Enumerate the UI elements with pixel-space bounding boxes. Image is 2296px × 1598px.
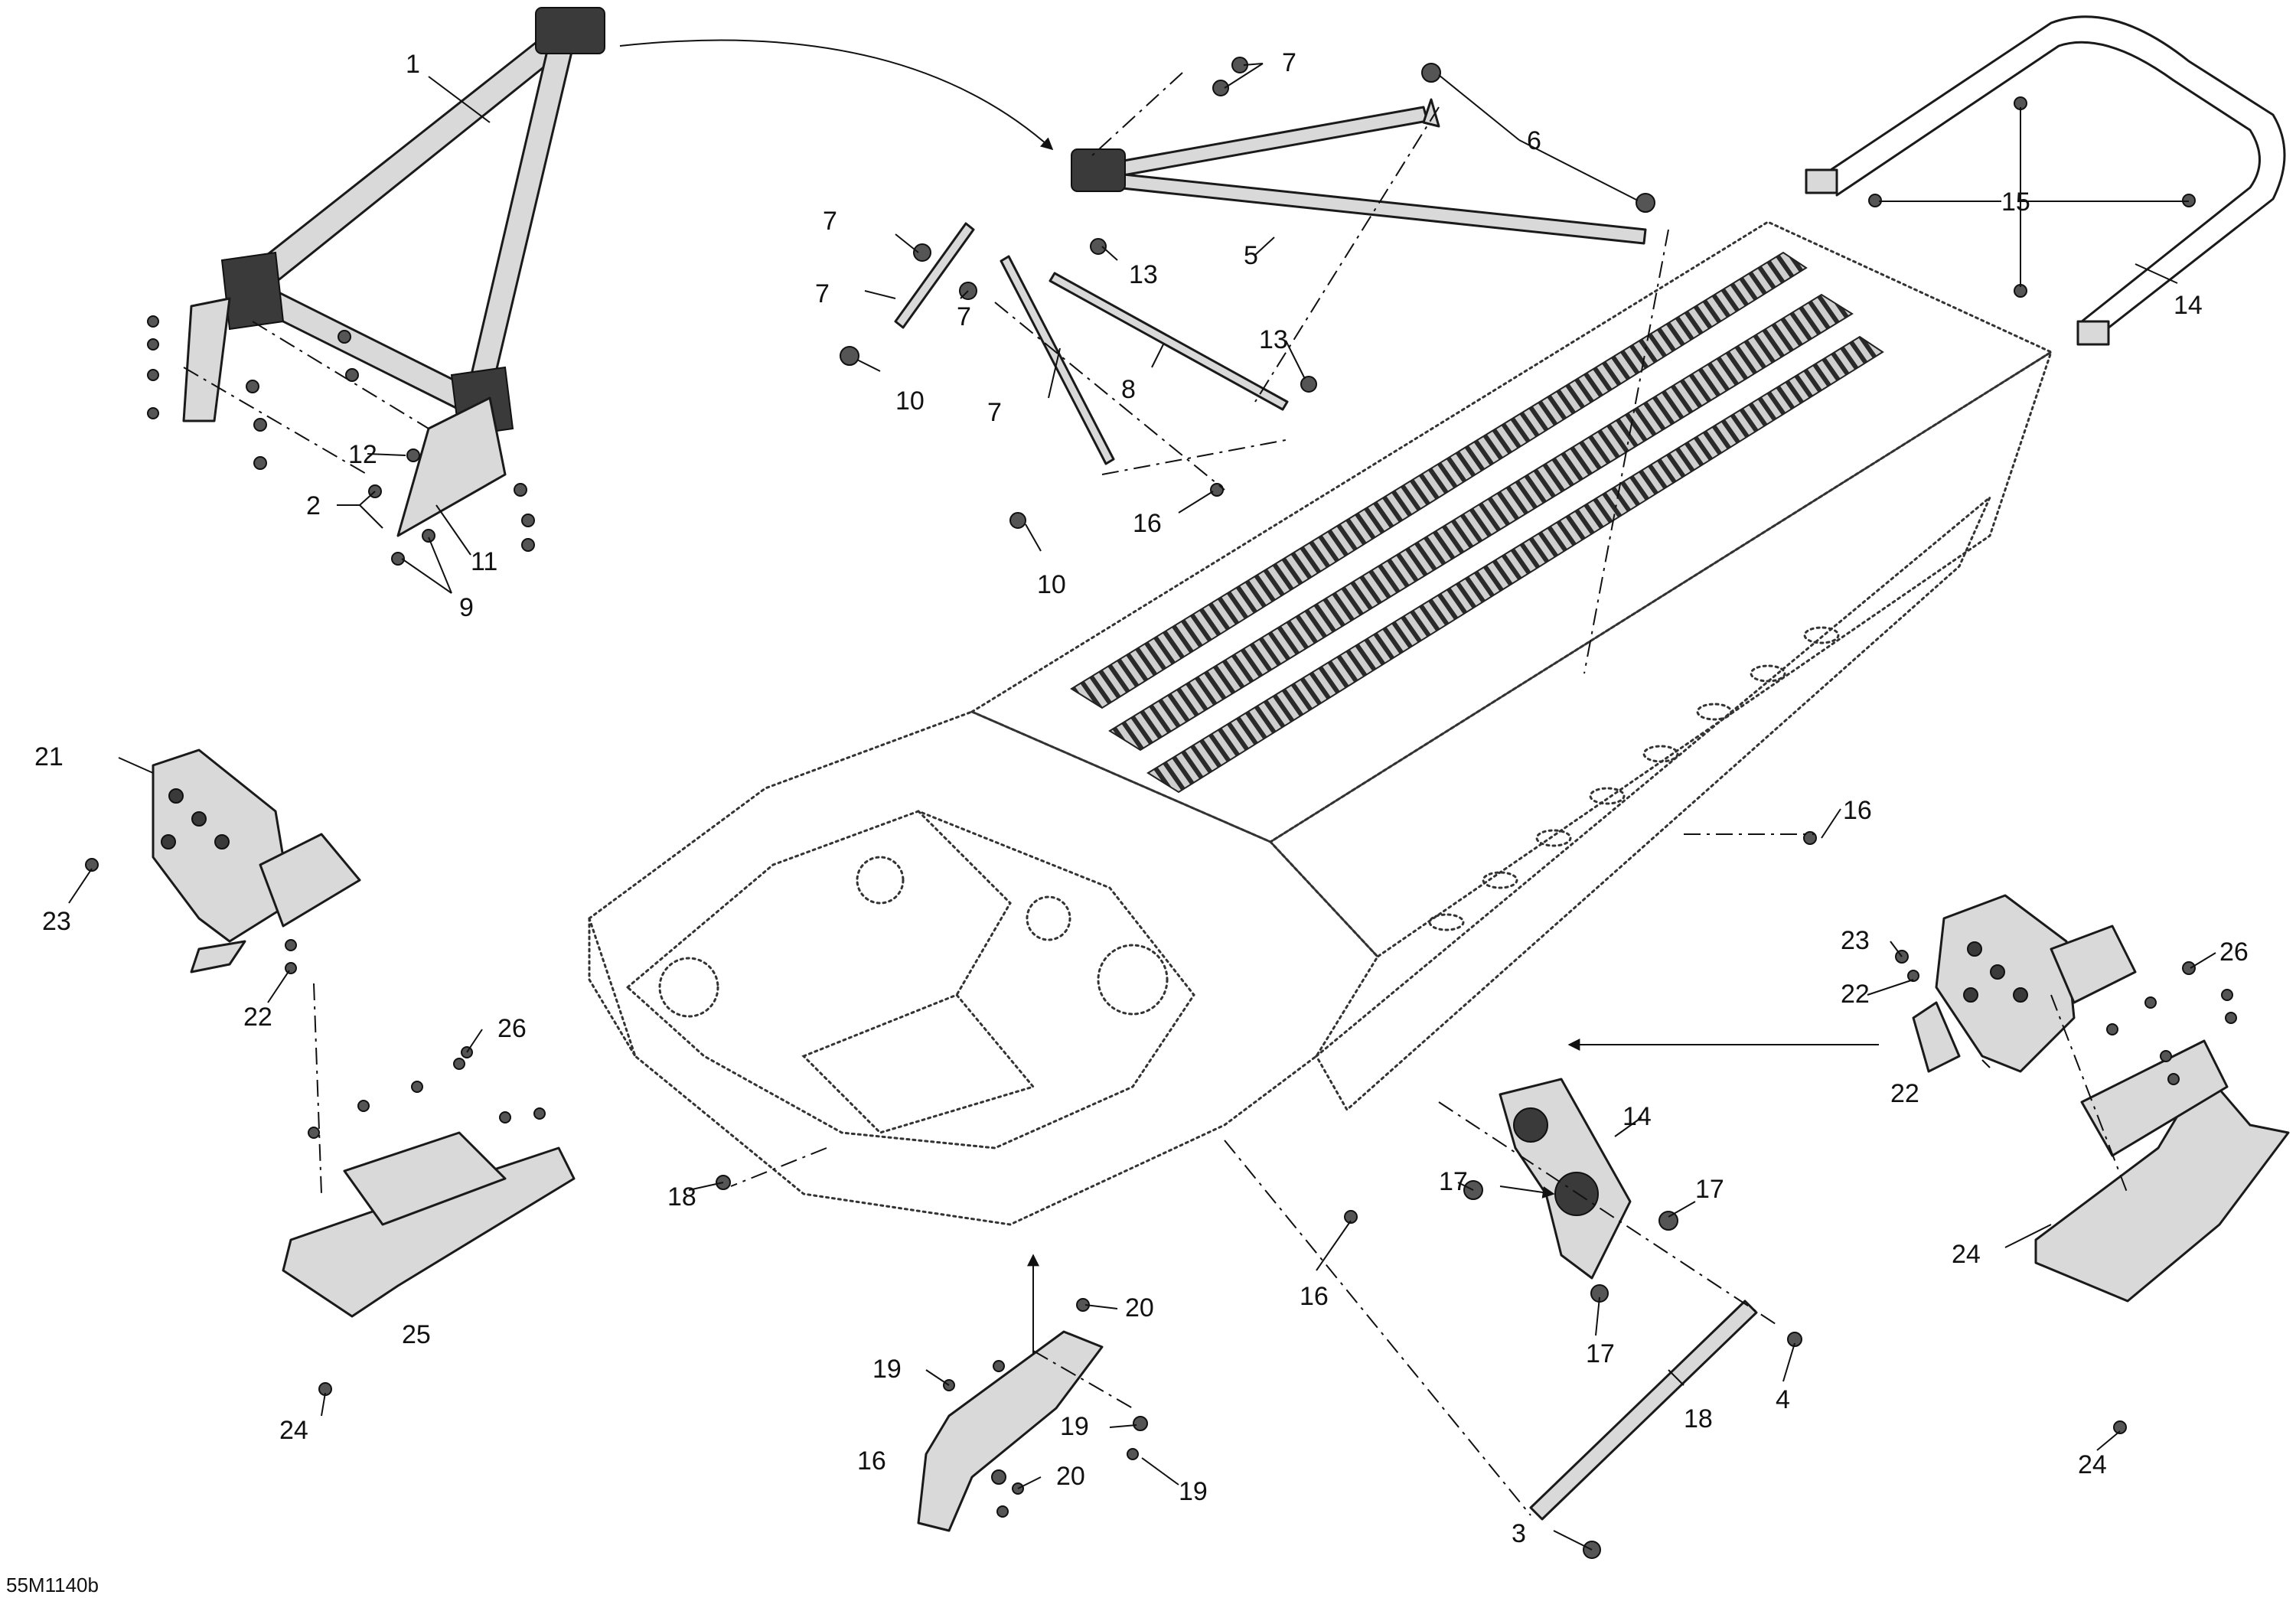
callout-19b: 13 [1259,325,1288,354]
callout-33: 24 [1952,1240,1981,1269]
support-rods [894,222,1289,465]
right-runningboard-bracket [2034,1039,2290,1303]
callout-22c: 16 [1300,1282,1329,1311]
callout-11: 4 [1776,1385,1790,1414]
callout-35b: 26 [2219,938,2249,967]
left-runningboard-bracket [282,1131,576,1318]
lower-crossbar [1529,1300,1758,1521]
callout-12: 5 [1244,241,1258,270]
callout-31b: 23 [1841,926,1870,955]
callout-25: 19 [1060,1412,1089,1441]
callout-32a: 24 [279,1416,308,1445]
callout-3: 9 [459,593,474,622]
callout-32b: 24 [2078,1450,2107,1479]
callouts: 1 2 9 11 12 14 17 17 17 18 18 3 4 5 6 7 … [34,48,2249,1548]
chassis-frame [588,220,2054,1226]
callout-1: 1 [406,50,420,79]
callout-19a: 13 [1129,260,1158,289]
right-footrest-bracket [1912,894,2137,1073]
drawing-code: 55M1140b [6,1574,99,1596]
callout-24a: 19 [872,1355,902,1384]
callout-26a: 20 [1125,1293,1154,1322]
callout-17: 8 [1121,375,1136,404]
callout-27-28: 21 [34,742,64,771]
running-board-cutouts [1428,626,1840,931]
callout-16b: 7 [957,302,971,331]
callout-18a: 10 [895,386,925,416]
callout-22b: 16 [1843,796,1872,825]
direction-arrows [619,39,1879,1355]
callout-23: 16 [857,1446,886,1476]
callout-14a: 7 [815,279,830,308]
callout-26b: 20 [1056,1462,1085,1491]
callout-4: 11 [471,547,497,576]
callout-18b: 10 [1037,570,1066,599]
callout-29-30: 22 [1890,1079,1919,1108]
assembly-lines [183,72,2128,1516]
rail-bracket [917,1330,1104,1532]
callout-7a: 17 [1439,1167,1468,1196]
rear-support-arms [1071,98,1647,245]
callout-21: 15 [2001,188,2030,217]
callout-6: 14 [1623,1102,1652,1131]
callout-34: 25 [402,1320,431,1349]
callout-31a: 23 [42,907,71,936]
suspension-bracket [1499,1078,1632,1280]
callout-28: 22 [243,1003,272,1032]
callout-9: 18 [667,1182,696,1212]
callout-7c: 17 [1586,1339,1615,1368]
callout-30: 22 [1841,980,1870,1009]
callout-5: 12 [348,440,377,469]
callout-8: 18 [1684,1404,1713,1433]
rear-bumper [1805,15,2286,346]
callout-24b: 19 [1179,1477,1208,1506]
callout-7b: 17 [1695,1175,1724,1204]
callout-13: 6 [1527,126,1541,155]
callout-10: 3 [1512,1519,1526,1548]
callout-35a: 26 [497,1014,527,1043]
left-footrest-bracket [152,748,361,973]
steering-support-frame [182,7,605,537]
callout-22a: 16 [1133,509,1162,538]
leader-lines [68,63,2216,1551]
callout-2: 2 [306,491,321,520]
callout-20: 14 [2174,291,2203,320]
callout-14b: 7 [987,398,1002,427]
callout-16a: 7 [823,207,837,236]
callout-15: 7 [1282,48,1296,77]
